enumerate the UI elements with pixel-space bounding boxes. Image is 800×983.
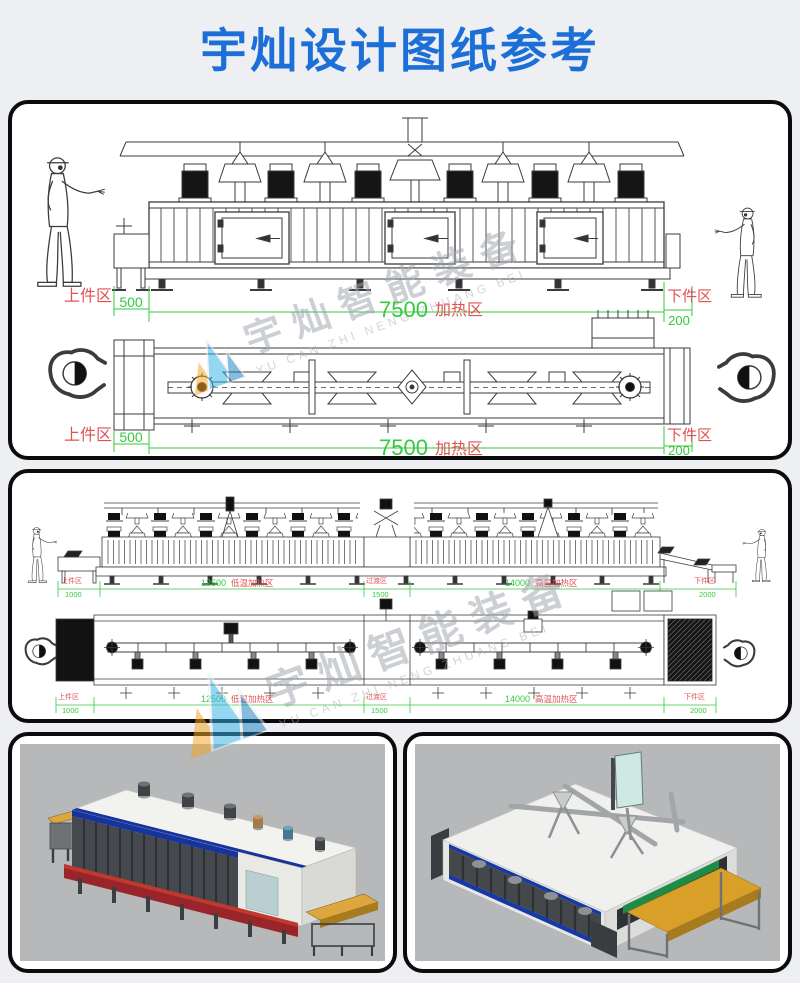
rooftop-motors: [138, 781, 325, 853]
loading-platform: [112, 218, 150, 291]
label-heating-zone-plan: 加热区: [435, 440, 483, 456]
render-row: [8, 732, 792, 973]
sprocket-right: [616, 373, 644, 401]
furnace-body-3d: [64, 789, 358, 937]
render-scene-right: [415, 744, 780, 961]
render-panel-wide-oven: [403, 732, 792, 973]
pipe-gantry: [508, 783, 686, 859]
side-view-dimensions: [113, 282, 693, 322]
p2p-dim-3: 1500: [371, 706, 388, 715]
p2p-dim-1: 1000: [62, 706, 79, 715]
furnace-side-view: [37, 117, 762, 298]
p2s-zone-5: 下件区: [694, 576, 715, 585]
label-loading-zone-plan: 上件区: [64, 426, 112, 444]
p2s-dim-5: 2000: [699, 590, 716, 599]
p2s-zone-2: 低温加热区: [231, 578, 274, 588]
furnace-legs: [78, 878, 286, 944]
p2s-dim-1: 1000: [65, 590, 82, 599]
p2s-dim-3: 1500: [372, 590, 389, 599]
furnace-plan-view: [48, 310, 776, 433]
p2p-zone-3: 过渡区: [366, 692, 387, 701]
oven-body-3d: [431, 783, 762, 958]
p2p-zone-1: 上件区: [58, 692, 79, 701]
p2s-zone-3: 过渡区: [366, 576, 387, 585]
sprocket-left: [188, 373, 216, 401]
dim-7500-side: 7500: [379, 297, 428, 322]
p2p-dim-4: 14000: [505, 694, 530, 704]
line-plan-dimensions: [55, 697, 717, 713]
line-side-view: [27, 496, 771, 585]
furnace-doors: [214, 211, 604, 265]
line-drawing-svg: 上件区 1000 12500 低温加热区 过渡区 1500 14000 高温加热…: [24, 496, 771, 715]
dim-500-plan: 500: [119, 429, 143, 445]
plan-view-dimensions: [113, 426, 693, 454]
control-screen: [611, 751, 644, 841]
dim-200-side: 200: [668, 313, 690, 328]
label-loading-zone-side: 上件区: [64, 287, 112, 305]
render-panel-tunnel-furnace: [8, 732, 397, 973]
render-left-svg: [20, 744, 385, 961]
dim-7500-plan: 7500: [379, 435, 428, 456]
furnace-drawing-svg: 上件区 500 7500 加热区 下件区 200: [37, 117, 776, 456]
p2p-zone-2: 低温加热区: [231, 694, 274, 704]
p2s-dim-2: 12500: [201, 578, 226, 588]
p2s-zone-4: 高温加热区: [535, 578, 578, 588]
render-right-svg: [415, 744, 780, 961]
shaft-bearings: [221, 371, 623, 405]
p2s-zone-1: 上件区: [61, 576, 82, 585]
drawing-panel-7500-furnace: 上件区 500 7500 加热区 下件区 200: [8, 100, 792, 460]
exhaust-stack: [389, 117, 441, 202]
outfeed-conveyor: [305, 893, 379, 956]
p2p-dim-5: 2000: [690, 706, 707, 715]
furnace-motors: [178, 163, 648, 203]
p2s-dim-4: 14000: [505, 578, 530, 588]
page-title: 宇灿设计图纸参考: [200, 24, 600, 77]
p2p-dim-2: 12500: [201, 694, 226, 704]
p2p-zone-5: 下件区: [684, 692, 705, 701]
p2p-zone-4: 高温加热区: [535, 694, 578, 704]
unloading-stand: [665, 233, 681, 269]
label-unloading-zone-plan: 下件区: [667, 427, 712, 444]
render-scene-left: [20, 744, 385, 961]
drawing-panel-long-line: 上件区 1000 12500 低温加热区 过渡区 1500 14000 高温加热…: [8, 469, 792, 723]
dim-500-side: 500: [119, 294, 143, 310]
vent-funnels: [218, 142, 611, 203]
label-heating-zone-side: 加热区: [435, 301, 483, 319]
line-plan-view: [24, 590, 756, 699]
dim-200-plan: 200: [668, 443, 690, 456]
label-unloading-zone-side: 下件区: [667, 288, 712, 305]
plan-motors: [131, 651, 622, 670]
